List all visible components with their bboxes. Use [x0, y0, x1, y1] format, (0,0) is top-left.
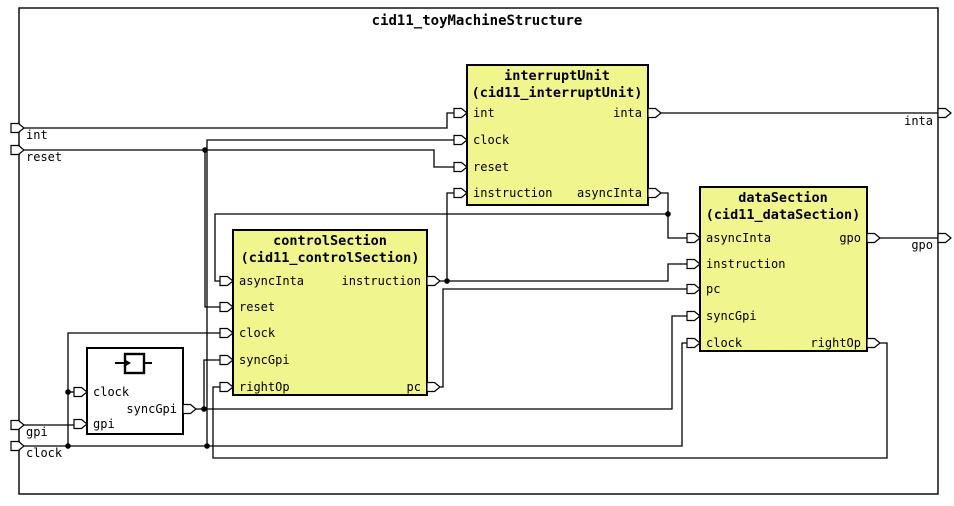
external-input-clock-label: clock — [26, 446, 63, 460]
port-label-gpo: gpo — [839, 231, 861, 245]
port-arrow-icon — [219, 354, 234, 366]
port-arrow-icon — [219, 381, 234, 393]
toy-machine-boundary — [18, 7, 939, 495]
port-arrow-icon — [182, 403, 197, 415]
port-label-instruction: instruction — [706, 257, 785, 271]
port-label-gpi: gpi — [93, 417, 115, 431]
port-arrow-icon — [426, 275, 441, 287]
wire-asyncinta-branch — [214, 213, 668, 282]
port-label-asyncinta: asyncInta — [239, 274, 304, 288]
port-arrow-icon — [647, 107, 662, 119]
module-title: dataSection — [738, 190, 827, 206]
port-arrow-icon — [866, 232, 881, 244]
module-title: controlSection — [273, 233, 387, 249]
wire-int — [19, 112, 454, 129]
port-label-instruction: instruction — [342, 274, 421, 288]
external-input-int-label: int — [26, 128, 48, 142]
module-subtitle: (cid11_interruptUnit) — [472, 85, 643, 101]
port-arrow-icon — [426, 381, 441, 393]
port-label-inta: inta — [613, 106, 642, 120]
junction-dot — [65, 389, 71, 395]
module-register[interactable]: clock gpi syncGpi — [73, 347, 197, 435]
port-label-syncgpi: syncGpi — [239, 353, 290, 367]
wire-rightop — [212, 342, 888, 459]
external-output-inta-arrow-icon — [937, 107, 952, 119]
module-control-section[interactable]: controlSection (cid11_controlSection) as… — [219, 229, 441, 396]
port-arrow-icon — [219, 327, 234, 339]
module-interrupt-unit[interactable]: interruptUnit (cid11_interruptUnit) int … — [453, 64, 662, 206]
external-ports: int reset gpi clock inta gpo — [10, 107, 952, 460]
port-label-clock: clock — [473, 133, 510, 147]
port-label-syncgpi: syncGpi — [706, 309, 757, 323]
module-data-section-rect[interactable] — [699, 186, 868, 352]
port-label-syncgpi: syncGpi — [126, 402, 177, 416]
port-arrow-icon — [73, 418, 88, 430]
module-subtitle: (cid11_dataSection) — [706, 207, 860, 223]
port-arrow-icon — [453, 161, 468, 173]
port-arrow-icon — [686, 283, 701, 295]
wire-reset — [19, 149, 454, 168]
external-input-reset-label: reset — [26, 150, 62, 164]
port-arrow-icon — [686, 337, 701, 349]
module-title: interruptUnit — [504, 68, 610, 84]
port-label-int: int — [473, 106, 495, 120]
wire-clock-branch-control — [67, 332, 220, 446]
port-arrow-icon — [453, 134, 468, 146]
port-arrow-icon — [866, 337, 881, 349]
wire-instruction — [440, 263, 687, 282]
port-label-reset: reset — [239, 300, 275, 314]
port-label-rightop: rightOp — [810, 336, 861, 350]
port-label-reset: reset — [473, 160, 509, 174]
port-arrow-icon — [219, 301, 234, 313]
port-label-rightop: rightOp — [239, 380, 290, 394]
wire-clock-branch-interrupt — [206, 139, 454, 446]
port-label-clock: clock — [706, 336, 743, 350]
wire-syncgpi — [196, 315, 687, 410]
external-input-reset-arrow-icon — [10, 144, 25, 156]
port-arrow-icon — [686, 258, 701, 270]
external-output-gpo-arrow-icon — [937, 232, 952, 244]
port-arrow-icon — [686, 232, 701, 244]
junction-dot — [665, 211, 671, 217]
junction-dot — [204, 443, 210, 449]
external-output-gpo-label: gpo — [911, 238, 933, 252]
wire-syncgpi-branch — [203, 359, 220, 409]
junction-dot — [202, 147, 208, 153]
diagram-title: cid11_toyMachineStructure — [372, 13, 583, 29]
wire-clock — [19, 342, 687, 447]
port-label-pc: pc — [407, 380, 421, 394]
junction-dot — [444, 278, 450, 284]
port-arrow-icon — [453, 107, 468, 119]
wire-reset-branch — [204, 150, 220, 308]
port-arrow-icon — [453, 187, 468, 199]
module-data-section[interactable]: dataSection (cid11_dataSection) asyncInt… — [686, 186, 881, 352]
port-arrow-icon — [647, 187, 662, 199]
junction-dot — [201, 406, 207, 412]
external-input-gpi-arrow-icon — [10, 419, 25, 431]
port-label-clock: clock — [239, 326, 276, 340]
external-input-clock-arrow-icon — [10, 440, 25, 452]
port-arrow-icon — [686, 310, 701, 322]
port-label-asyncinta: asyncInta — [706, 231, 771, 245]
wire-instruction-branch — [446, 192, 454, 281]
module-control-section-rect[interactable] — [232, 229, 428, 396]
port-label-clock: clock — [93, 385, 130, 399]
wire-asyncinta — [661, 192, 687, 239]
external-output-inta-label: inta — [904, 114, 933, 128]
port-label-asyncinta: asyncInta — [577, 186, 642, 200]
module-subtitle: (cid11_controlSection) — [241, 250, 420, 266]
junctions — [65, 147, 671, 449]
external-input-int-arrow-icon — [10, 122, 25, 134]
module-register-rect[interactable] — [86, 347, 184, 435]
port-label-instruction: instruction — [473, 186, 552, 200]
wire-pc — [440, 288, 687, 388]
module-interrupt-unit-rect[interactable] — [466, 64, 649, 206]
port-label-pc: pc — [706, 282, 720, 296]
port-arrow-icon — [73, 386, 88, 398]
junction-dot — [65, 443, 71, 449]
external-input-gpi-label: gpi — [26, 425, 48, 439]
register-icon — [115, 352, 152, 375]
wires — [19, 112, 938, 459]
port-arrow-icon — [219, 275, 234, 287]
